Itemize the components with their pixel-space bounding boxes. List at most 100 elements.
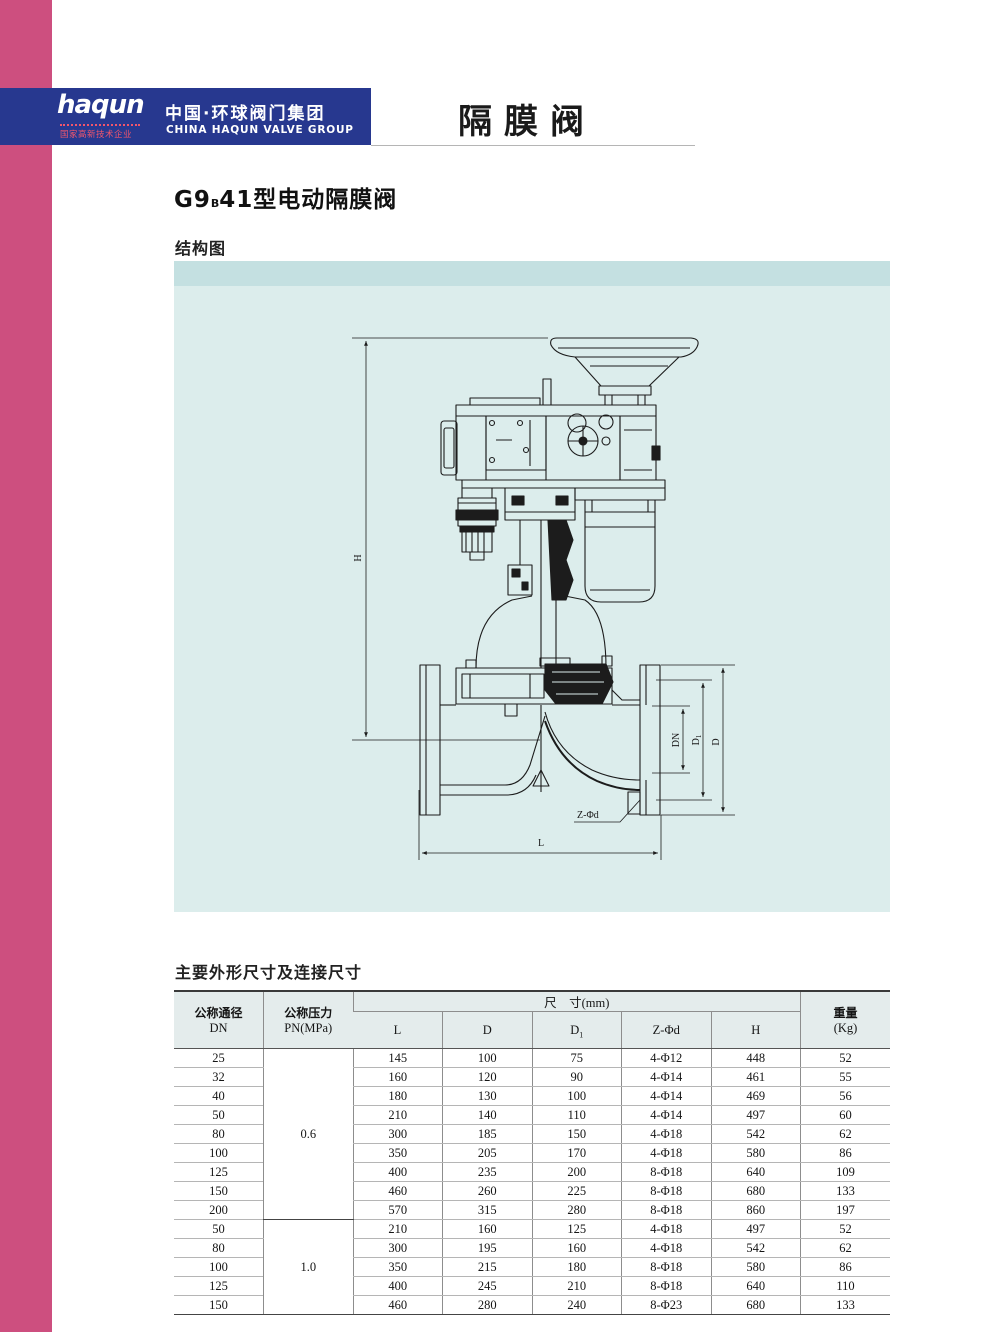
cell-d: 205: [442, 1143, 532, 1163]
cell-d1: 225: [531, 1181, 622, 1201]
cell-weight: 62: [800, 1124, 891, 1144]
cell-l: 570: [352, 1200, 443, 1220]
header-d1-main: D: [570, 1022, 580, 1037]
dim-label-zd: Z-Φd: [577, 810, 599, 821]
header-dn-en: DN: [209, 1020, 228, 1035]
header-dimensions: 尺 寸(mm): [352, 990, 801, 1012]
cell-l: 160: [352, 1067, 443, 1087]
cell-d: 120: [442, 1067, 532, 1087]
table-header-row: 公称通径 DN 公称压力 PN(MPa) 尺 寸(mm) 重量 (Kg): [174, 990, 891, 1049]
header-h: H: [710, 1011, 801, 1049]
model-prefix: G9: [174, 187, 211, 213]
header-pn-en: PN(MPa): [284, 1020, 333, 1035]
dim-label-d1: D1: [691, 734, 703, 745]
cell-weight: 133: [800, 1181, 891, 1201]
cell-weight: 109: [800, 1162, 891, 1182]
header-pn: 公称压力 PN(MPa): [263, 990, 353, 1049]
cell-l: 180: [352, 1086, 443, 1106]
cell-d: 160: [442, 1219, 532, 1239]
cell-l: 460: [352, 1181, 443, 1201]
cell-d: 280: [442, 1295, 532, 1315]
cell-l: 210: [352, 1219, 443, 1239]
cell-l: 145: [352, 1048, 443, 1068]
header-weight-cn: 重量: [833, 1005, 858, 1020]
table-subheader-row: L D D1 Z-Φd H: [174, 1011, 890, 1049]
cell-d1: 75: [531, 1048, 622, 1068]
product-model-title: G9B41型电动隔膜阀: [174, 180, 397, 214]
cell-h: 640: [710, 1162, 801, 1182]
cell-dn: 40: [174, 1086, 264, 1106]
cell-h: 680: [710, 1295, 801, 1315]
cell-zd: 4-Φ18: [621, 1238, 711, 1258]
cell-dn: 150: [174, 1181, 264, 1201]
cell-dn: 80: [174, 1238, 264, 1258]
cell-weight: 86: [800, 1143, 891, 1163]
cell-dn: 125: [174, 1162, 264, 1182]
cell-l: 400: [352, 1162, 443, 1182]
brand-header: haqun 国家高新技术企业 中国·环球阀门集团 CHINA HAQUN VAL…: [0, 88, 371, 145]
cell-weight: 62: [800, 1238, 891, 1258]
cell-h: 542: [710, 1124, 801, 1144]
cell-h: 680: [710, 1181, 801, 1201]
cell-l: 350: [352, 1143, 443, 1163]
header-dn-cn: 公称通径: [194, 1005, 243, 1020]
cell-d: 245: [442, 1276, 532, 1296]
header-d1: D1: [531, 1011, 622, 1049]
dim-label-d1-main: D: [691, 738, 702, 745]
cell-dn: 25: [174, 1048, 264, 1068]
dim-label-l: L: [538, 838, 544, 849]
valve-body: [419, 664, 661, 816]
handwheel: [542, 337, 699, 406]
cell-zd: 4-Φ18: [621, 1124, 711, 1144]
cell-dn: 80: [174, 1124, 264, 1144]
cell-zd: 4-Φ18: [621, 1219, 711, 1239]
cell-l: 460: [352, 1295, 443, 1315]
cell-d1: 110: [531, 1105, 622, 1125]
cell-d1: 240: [531, 1295, 622, 1315]
header-l: L: [353, 1011, 443, 1049]
cell-d: 215: [442, 1257, 532, 1277]
cell-d1: 180: [531, 1257, 622, 1277]
logo-tagline: 国家高新技术企业: [60, 130, 133, 140]
cell-zd: 8-Φ18: [621, 1162, 711, 1182]
drawing-panel-band: [174, 261, 890, 286]
dim-label-dn: DN: [671, 733, 682, 747]
cell-d1: 90: [531, 1067, 622, 1087]
model-suffix: 41型电动隔膜阀: [219, 187, 398, 213]
cell-zd: 4-Φ14: [621, 1067, 711, 1087]
structure-section-title: 结构图: [175, 239, 227, 258]
cell-l: 350: [352, 1257, 443, 1277]
cell-pn: 1.0: [263, 1219, 353, 1315]
dimension-lines: [352, 337, 735, 860]
cell-d: 140: [442, 1105, 532, 1125]
cell-h: 469: [710, 1086, 801, 1106]
cell-zd: 8-Φ18: [621, 1257, 711, 1277]
cell-zd: 8-Φ18: [621, 1181, 711, 1201]
cell-h: 448: [710, 1048, 801, 1068]
cell-weight: 110: [800, 1276, 891, 1296]
company-name-en: CHINA HAQUN VALVE GROUP: [166, 124, 354, 136]
header-divider: [371, 145, 695, 146]
cell-d1: 200: [531, 1162, 622, 1182]
cell-h: 580: [710, 1143, 801, 1163]
header-pn-cn: 公称压力: [284, 1005, 333, 1020]
cell-weight: 133: [800, 1295, 891, 1315]
cell-dn: 100: [174, 1257, 264, 1277]
cell-pn: 0.6: [263, 1048, 353, 1220]
side-color-strip: [0, 0, 52, 1332]
cell-weight: 56: [800, 1086, 891, 1106]
cell-d1: 210: [531, 1276, 622, 1296]
dim-label-d: D: [711, 738, 722, 745]
cell-h: 497: [710, 1219, 801, 1239]
cell-zd: 4-Φ14: [621, 1105, 711, 1125]
page-title: 隔膜阀: [458, 102, 596, 142]
